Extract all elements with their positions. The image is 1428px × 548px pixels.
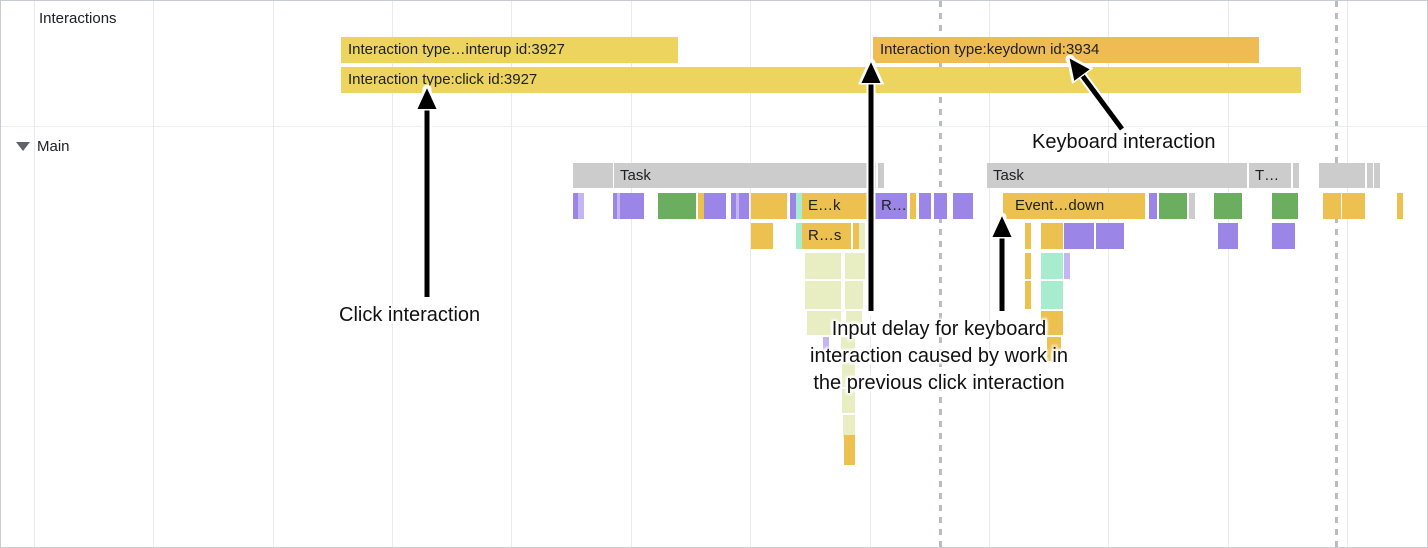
interaction-bar-1[interactable]: Interaction type:keydown id:3934 (873, 37, 1259, 63)
interaction-bar-0[interactable]: Interaction type…interup id:3927 (341, 37, 678, 63)
keyboard-arrow (1070, 59, 1125, 131)
dashed-marker-line-0 (939, 1, 942, 547)
flamechart-block-d1-0[interactable] (573, 193, 579, 219)
flamechart-block-d1-28[interactable] (1323, 193, 1341, 219)
flamechart-block-d1-26[interactable] (1214, 193, 1242, 219)
flamechart-block-d0-1[interactable]: Task (614, 163, 876, 188)
flamechart-block-d3-3[interactable] (1041, 253, 1063, 279)
flamechart-block-d1-20[interactable] (953, 193, 973, 219)
flamechart-block-d1-17[interactable] (910, 193, 916, 219)
flamechart-block-d1-16[interactable]: R… (875, 193, 907, 219)
flamechart-block-d1-10[interactable] (739, 193, 749, 219)
flamechart-block-d2-10[interactable] (1272, 223, 1295, 249)
track-label-interactions: Interactions (39, 10, 117, 27)
flamechart-block-d3-2[interactable] (1025, 253, 1031, 279)
gridline-11 (1347, 1, 1348, 547)
flamechart-block-d0-4[interactable]: T… (1249, 163, 1291, 188)
interaction-bar-2[interactable]: Interaction type:click id:3927 (341, 67, 1301, 93)
flamechart-block-d0-2[interactable] (878, 163, 884, 188)
flamechart-block-d2-8[interactable] (1096, 223, 1124, 249)
flamechart-block-d3-4[interactable] (1064, 253, 1070, 279)
flamechart-block-d4-1[interactable] (845, 281, 863, 309)
flamechart-block-d7-0[interactable] (842, 363, 855, 387)
flamechart-block-d1-21[interactable] (1003, 193, 1009, 219)
flamechart-block-d1-13[interactable] (796, 193, 802, 219)
flamechart-block-d1-30[interactable] (1397, 193, 1403, 219)
annotation-click-interaction: Click interaction (339, 304, 481, 326)
flamechart-block-d2-1[interactable] (796, 223, 802, 249)
gridline-3 (392, 1, 393, 547)
track-separator (1, 126, 1427, 127)
flamechart-block-d1-7[interactable] (704, 193, 726, 219)
flamechart-block-d1-23[interactable] (1149, 193, 1157, 219)
flamechart-block-d10-0[interactable] (844, 435, 855, 465)
flamechart-block-d1-18[interactable] (919, 193, 931, 219)
flamechart-block-d1-24[interactable] (1159, 193, 1187, 219)
flamechart-block-d4-3[interactable] (1041, 281, 1063, 309)
track-label-main: Main (37, 138, 70, 155)
flamechart-block-d1-29[interactable] (1342, 193, 1365, 219)
flamechart-block-d3-0[interactable] (805, 253, 841, 279)
gridline-8 (989, 1, 990, 547)
flamechart-block-d1-1[interactable] (578, 193, 584, 219)
gridline-4 (511, 1, 512, 547)
flamechart-block-d1-2[interactable] (613, 193, 619, 219)
dashed-marker-line-1 (1335, 1, 1338, 547)
flamechart-block-d5-1[interactable] (846, 311, 862, 335)
flamechart-block-d0-0[interactable] (573, 163, 613, 188)
gridline-5 (631, 1, 632, 547)
flamechart-block-d2-6[interactable] (1041, 223, 1063, 249)
flamechart-block-d0-3[interactable]: Task (987, 163, 1247, 188)
flamechart-block-d2-2[interactable]: R…s (802, 223, 851, 249)
flamechart-block-d1-19[interactable] (934, 193, 947, 219)
flamechart-block-d2-3[interactable] (853, 223, 859, 249)
gridline-2 (273, 1, 274, 547)
flamechart-block-d1-12[interactable] (790, 193, 796, 219)
flamechart-block-d6-2[interactable] (1047, 337, 1061, 361)
flamechart-block-d6-1[interactable] (823, 337, 829, 361)
flamechart-block-d2-4[interactable] (859, 223, 865, 249)
flamechart-block-d1-4[interactable] (620, 193, 644, 219)
triangle-down-icon[interactable] (16, 142, 30, 151)
flamechart-block-d2-9[interactable] (1218, 223, 1238, 249)
flamechart-block-d0-6[interactable] (1319, 163, 1365, 188)
flamechart-block-d1-5[interactable] (658, 193, 696, 219)
annotation-keyboard-interaction: Keyboard interaction (1032, 131, 1216, 153)
flamechart-block-d1-27[interactable] (1272, 193, 1298, 219)
gridline-6 (750, 1, 751, 547)
flamechart-block-d6-0[interactable] (841, 337, 855, 361)
gridline-10 (1228, 1, 1229, 547)
flamechart-block-d0-5[interactable] (1293, 163, 1299, 188)
flamechart-block-d3-1[interactable] (845, 253, 865, 279)
flamechart-block-d2-7[interactable] (1064, 223, 1094, 249)
flamechart-block-d0-7[interactable] (1367, 163, 1373, 188)
flamechart-block-d0-8[interactable] (1374, 163, 1380, 188)
flamechart-block-d2-0[interactable] (751, 223, 773, 249)
flamechart-block-d1-25[interactable] (1189, 193, 1195, 219)
flamechart-block-d1-11[interactable] (751, 193, 787, 219)
flamechart-block-d5-0[interactable] (807, 311, 841, 335)
flamechart-block-d4-2[interactable] (1025, 281, 1031, 309)
flamechart-block-d1-22[interactable]: Event…down (1009, 193, 1145, 219)
gridline-1 (153, 1, 154, 547)
flamechart-block-d1-6[interactable] (698, 193, 704, 219)
flamechart-block-d8-0[interactable] (842, 389, 855, 413)
flamechart-block-d2-5[interactable] (1025, 223, 1031, 249)
flamechart-block-d5-3[interactable] (1043, 311, 1059, 335)
flamechart-block-d1-8[interactable] (731, 193, 737, 219)
flamechart-block-d9-0[interactable] (843, 415, 855, 437)
gridline-9 (1108, 1, 1109, 547)
gridline-0 (34, 1, 35, 547)
flamechart-block-d1-14[interactable]: E…k (802, 193, 868, 219)
flamechart-block-d4-0[interactable] (805, 281, 841, 309)
